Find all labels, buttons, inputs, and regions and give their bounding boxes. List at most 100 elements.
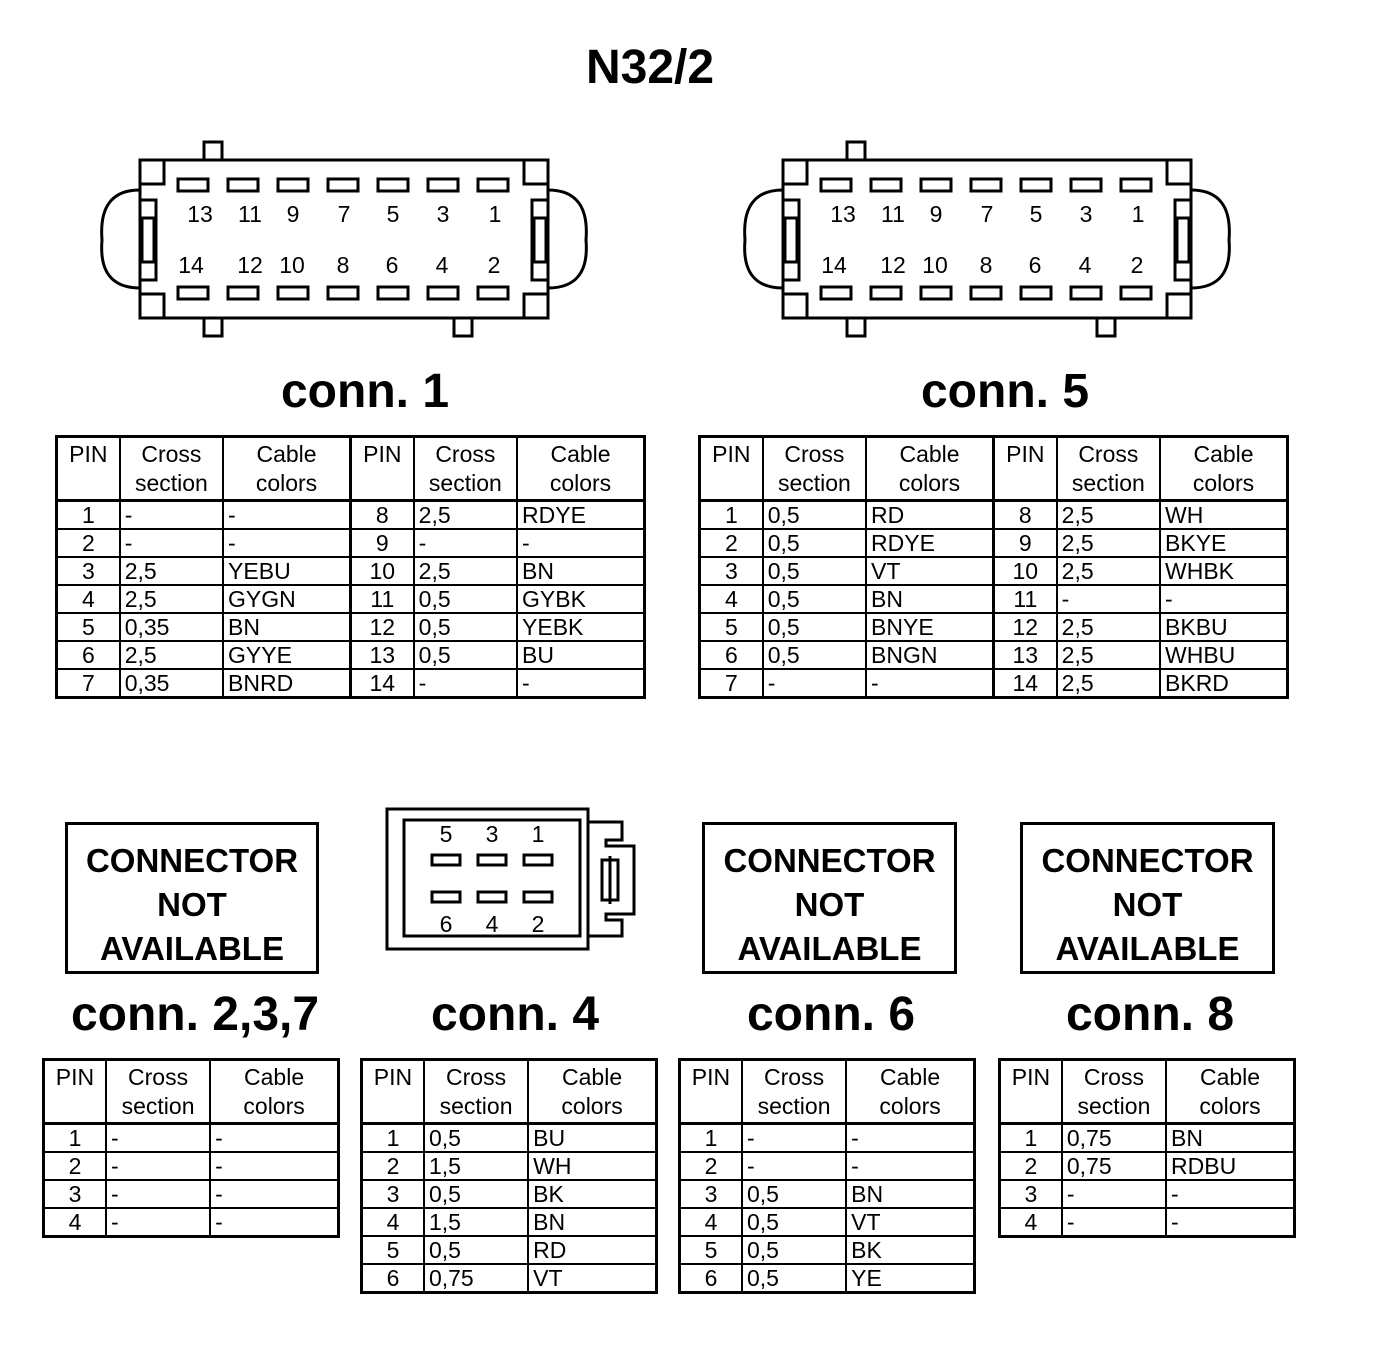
table-row: 2-- [42,1151,340,1181]
pin-number: 8 [980,252,993,278]
cable-color-cell: BNYE [865,612,995,642]
cable-color-cell: VT [865,556,995,586]
pin-number: 2 [1131,252,1144,278]
pin-number: 1 [1132,201,1145,227]
pin-number: 1 [489,201,502,227]
pin-slot [176,177,210,193]
pin-slot [1069,177,1103,193]
pin-cell: 6 [678,1263,743,1294]
pin-number: 13 [830,201,856,227]
cable-color-cell: BK [845,1235,976,1265]
pin-number: 3 [437,201,450,227]
cable-color-cell: - [516,528,646,558]
pin-cell: 10 [348,556,415,586]
cross-section-cell: - [1055,584,1162,614]
pin-slot [476,890,508,904]
pin-number: 7 [338,201,351,227]
pin-cell: 1 [698,499,764,530]
cable-color-cell: BU [516,640,646,670]
pin-number: 2 [488,252,501,278]
pin-header: PIN [55,435,121,502]
pin-cell: 14 [348,668,415,699]
pin-slot [326,177,360,193]
cable-color-cell: - [845,1151,976,1181]
pin-cell: 2 [678,1151,743,1181]
pin-number: 12 [880,252,906,278]
pin-number: 6 [440,911,453,937]
pin-cell: 1 [678,1122,743,1153]
pin-slot [819,177,853,193]
table-row: 4-- [42,1207,340,1238]
cross-section-cell: 0,5 [761,584,868,614]
pin-slot [276,177,310,193]
cross-section-cell: 0,5 [422,1122,530,1153]
cable-color-cell: BN [845,1179,976,1209]
pin-number: 7 [981,201,994,227]
pin-cell: 4 [698,584,764,614]
pin-slot [1019,177,1053,193]
pin-slot [376,285,410,301]
cable-color-cell: - [1165,1179,1296,1209]
cable-color-cell: - [222,499,352,530]
cable-color-cell: GYBK [516,584,646,614]
cable-color-cell: BK [527,1179,658,1209]
cable-color-cell: YEBK [516,612,646,642]
cable-color-cell: BKYE [1159,528,1289,558]
conn-8-label: conn. 8 [1065,988,1235,1041]
cross-section-cell: - [104,1151,212,1181]
pin-slots-bottom [430,890,554,904]
pin-slots-bottom [176,285,510,301]
pin-number: 10 [279,252,305,278]
cable-color-cell: VT [845,1207,976,1237]
conn-5-label: conn. 5 [920,365,1090,418]
cable-color-cell: RDYE [516,499,646,530]
conn-2-3-7-label: conn. 2,3,7 [70,988,320,1041]
cross-section-cell: - [118,499,225,530]
conn-1-label: conn. 1 [280,365,450,418]
pin-slot [426,177,460,193]
pin-cell: 3 [42,1179,107,1209]
cable-color-cell: RD [865,499,995,530]
cross-section-cell: 2,5 [118,584,225,614]
pin-slot [522,890,554,904]
pin-cell: 5 [678,1235,743,1265]
cable-color-cell: - [209,1151,340,1181]
cable-color-cell: WHBU [1159,640,1289,670]
cross-section-cell: 2,5 [1055,668,1162,699]
cable-color-cell: RDYE [865,528,995,558]
cable-color-cell: WHBK [1159,556,1289,586]
pin-number: 14 [821,252,847,278]
table-row: 3-- [998,1179,1296,1209]
pin-cell: 6 [55,640,121,670]
table-row: 4-- [998,1207,1296,1238]
pin-cell: 1 [55,499,121,530]
pin-slots-top [176,177,510,193]
pin-header: PIN [998,1058,1063,1125]
pin-number: 1 [532,821,545,847]
cross-section-cell: 0,5 [412,612,519,642]
pin-number: 4 [436,252,449,278]
cross-section-cell: 2,5 [412,556,519,586]
cross-section-cell: 0,75 [422,1263,530,1294]
cross-section-cell: - [104,1207,212,1238]
